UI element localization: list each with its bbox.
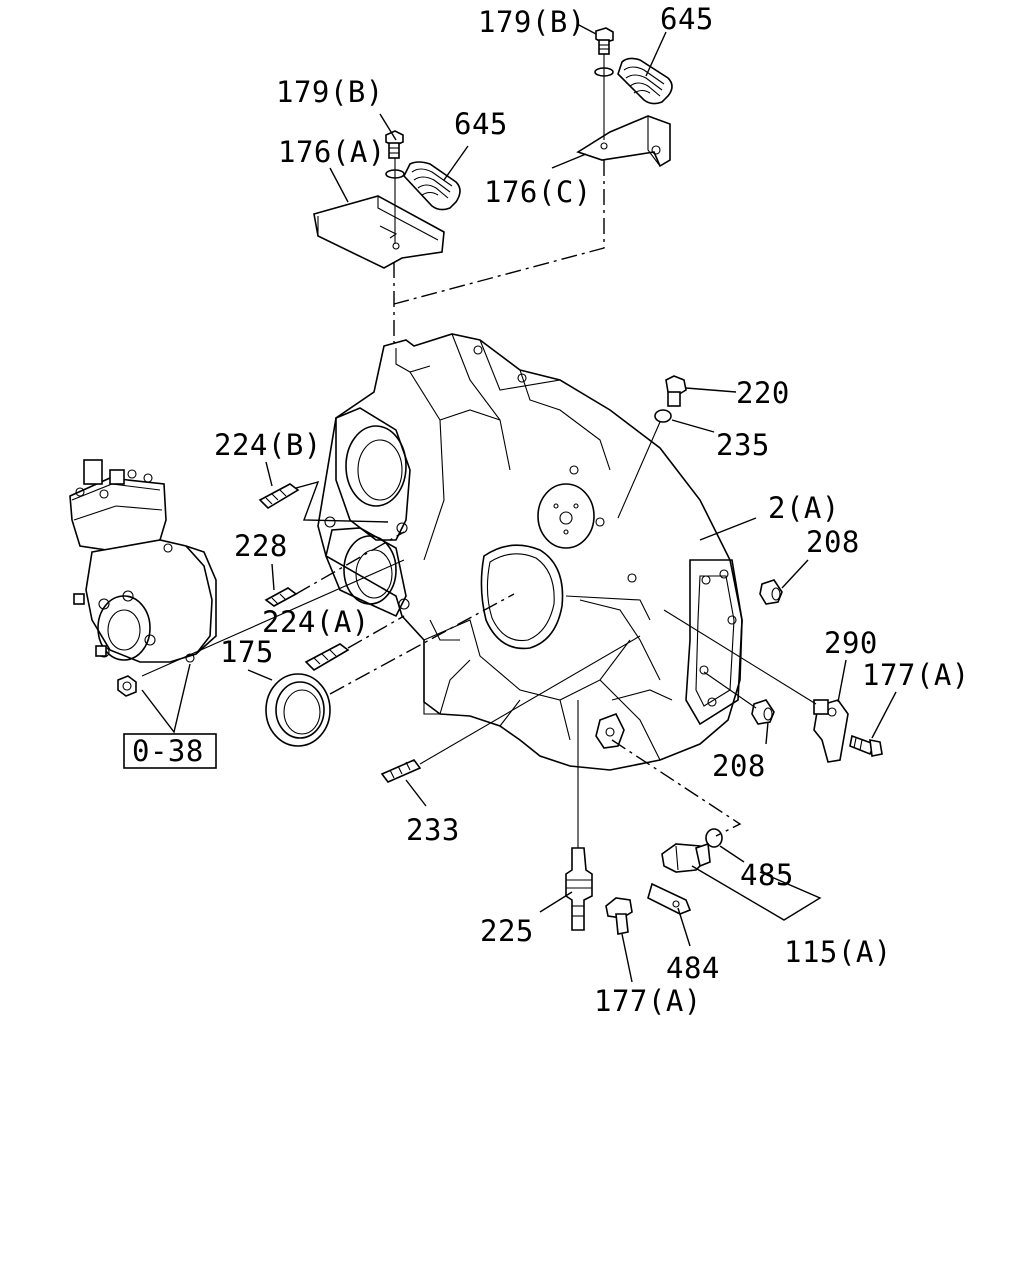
bolt-179b-top <box>595 27 614 55</box>
label-179b-left: 179(B) <box>276 75 384 109</box>
label-220: 220 <box>736 376 790 410</box>
bracket-176a <box>313 195 445 269</box>
label-2a: 2(A) <box>768 491 840 525</box>
bracket-176c <box>576 115 671 168</box>
label-645-left: 645 <box>454 107 508 141</box>
label-177a-bottom: 177(A) <box>594 984 702 1018</box>
bolt-177a-right <box>849 734 883 757</box>
label-290: 290 <box>824 626 878 660</box>
label-208-lower: 208 <box>712 749 766 783</box>
speed-sensor-115a <box>661 842 711 873</box>
bush-208-lower <box>751 699 775 725</box>
bracket-176a-assembly <box>313 130 461 269</box>
bolt-179b-left <box>385 130 404 159</box>
label-233: 233 <box>406 813 460 847</box>
label-115a: 115(A) <box>784 935 892 969</box>
label-175: 175 <box>220 635 274 669</box>
label-235: 235 <box>716 428 770 462</box>
label-224b: 224(B) <box>214 428 322 462</box>
label-208-upper: 208 <box>806 525 860 559</box>
label-0-38: 0-38 <box>132 734 204 768</box>
shield-645-top <box>617 57 673 105</box>
oring-485 <box>705 828 723 848</box>
bracket-484 <box>647 882 692 915</box>
label-645-top: 645 <box>660 2 714 36</box>
bolt-177a-bottom <box>605 897 633 935</box>
label-176a: 176(A) <box>278 135 386 169</box>
label-176c: 176(C) <box>484 175 592 209</box>
stud-225 <box>565 700 593 931</box>
label-228: 228 <box>234 529 288 563</box>
shield-645-left <box>403 161 461 211</box>
plate-290 <box>813 699 849 763</box>
bracket-176c-assembly <box>576 27 673 168</box>
label-179b-top: 179(B) <box>478 5 586 39</box>
oil-seal-175 <box>265 673 331 747</box>
ref-box-0-38 <box>123 733 217 769</box>
stud-224b <box>258 483 300 510</box>
nut-0-38 <box>117 675 137 697</box>
label-485: 485 <box>740 858 794 892</box>
air-compressor <box>69 459 217 663</box>
label-225: 225 <box>480 914 534 948</box>
flywheel-housing-2a <box>317 333 743 771</box>
stud-228 <box>264 587 298 607</box>
stud-224a <box>304 643 350 672</box>
label-177a-right: 177(A) <box>862 658 970 692</box>
bolt-220 <box>665 375 687 407</box>
bush-208-upper <box>759 579 783 605</box>
label-224a: 224(A) <box>262 605 370 639</box>
oring-235 <box>654 409 672 423</box>
label-484: 484 <box>666 951 720 985</box>
stud-233 <box>380 759 422 783</box>
